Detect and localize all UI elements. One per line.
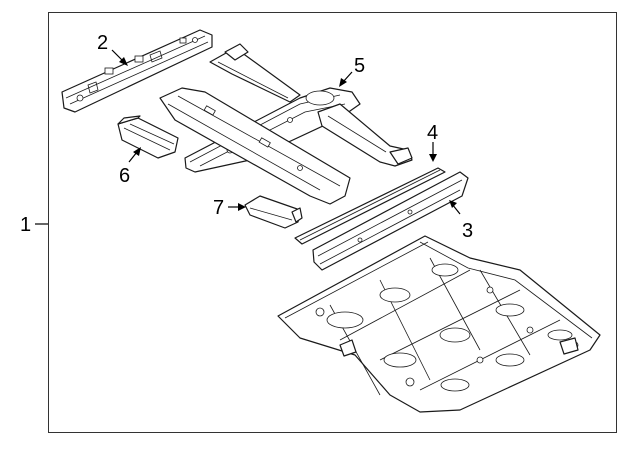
callout-4: 4 [427, 122, 438, 144]
callout-5: 5 [354, 55, 365, 77]
callout-7-arrow [238, 203, 246, 211]
callout-1: 1 [20, 214, 31, 236]
callout-6: 6 [119, 165, 130, 187]
callout-4-arrow [429, 154, 437, 162]
part-3-sill[interactable] [312, 171, 469, 271]
part-5-crossmember[interactable] [184, 43, 413, 173]
part-4-rail[interactable] [294, 167, 446, 245]
center-longitudinal-member[interactable] [159, 87, 351, 205]
callout-3: 3 [462, 220, 473, 242]
callout-2: 2 [97, 32, 108, 54]
part-2-rail[interactable] [61, 29, 213, 113]
part-7-bracket[interactable] [244, 195, 303, 229]
floor-pan[interactable] [277, 235, 601, 413]
callout-6-arrow [133, 147, 141, 156]
part-6-bracket[interactable] [117, 115, 179, 159]
callout-2-arrow [119, 57, 128, 66]
callout-5-arrow [339, 78, 347, 87]
callout-7: 7 [213, 197, 224, 219]
callout-3-arrow [449, 200, 457, 208]
diagram-frame [48, 12, 617, 433]
